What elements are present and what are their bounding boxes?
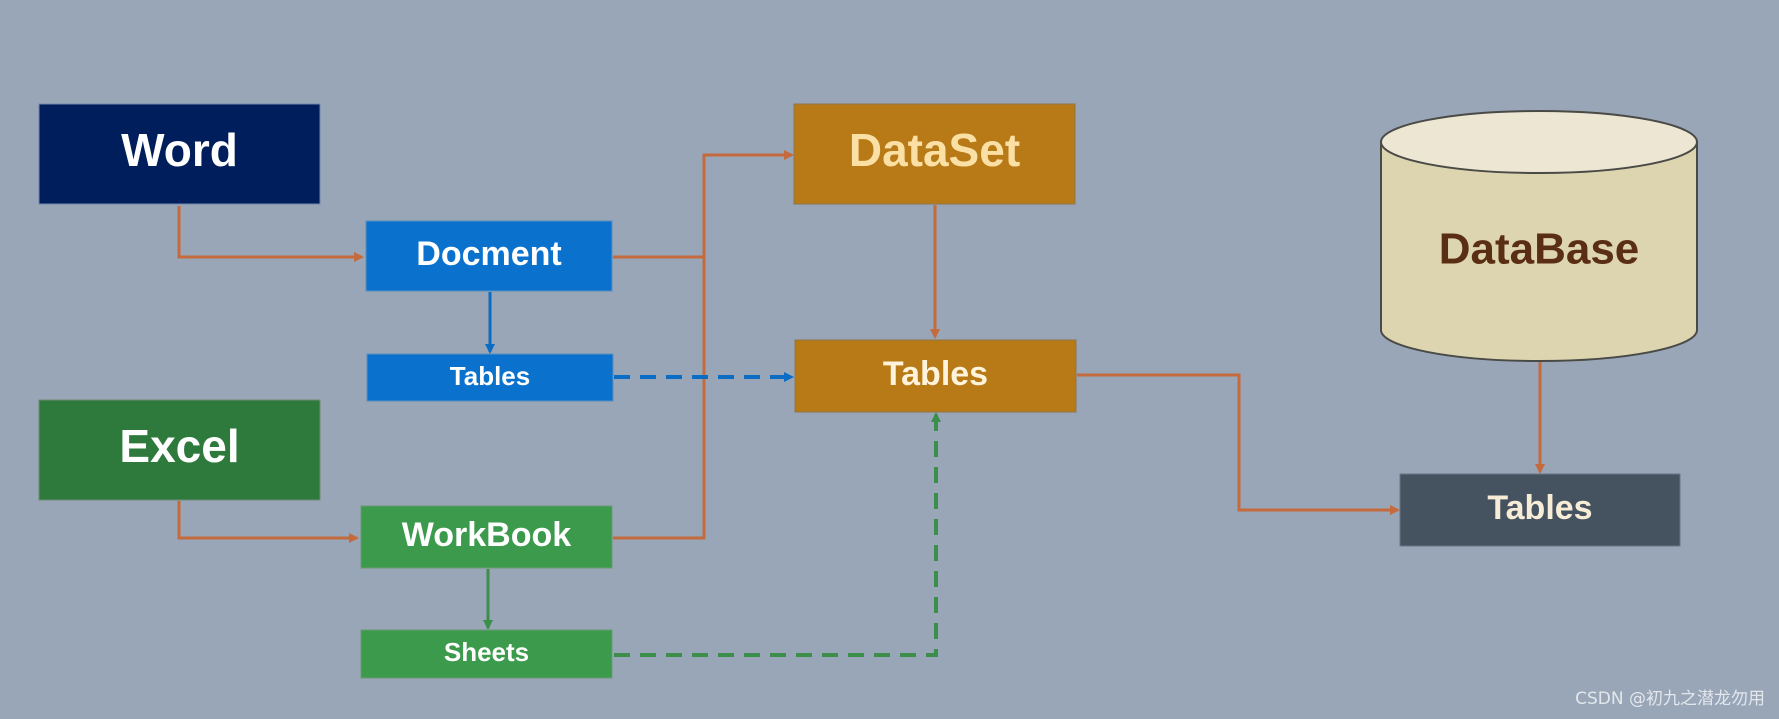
word-node: Word xyxy=(38,103,321,205)
sheets-node: Sheets xyxy=(360,629,613,679)
connector-excel-to-workbook xyxy=(177,501,359,543)
document-node: Docment xyxy=(365,220,613,292)
workbook-label: WorkBook xyxy=(402,516,571,554)
document-label: Docment xyxy=(416,235,561,273)
dataset-label: DataSet xyxy=(849,124,1020,176)
database-tables-node: Tables xyxy=(1399,473,1681,547)
workbook-node: WorkBook xyxy=(360,505,613,569)
excel-node: Excel xyxy=(38,399,321,501)
connector-workbook-to-dataset xyxy=(613,155,706,540)
dataset-node: DataSet xyxy=(793,103,1076,205)
database-tables-label: Tables xyxy=(1487,489,1592,527)
sheets-label: Sheets xyxy=(444,637,529,667)
connector-dataset-tables-to-database-tables xyxy=(1077,373,1400,515)
connectors xyxy=(177,150,1545,657)
connector-word-to-document xyxy=(177,206,364,262)
database-node: DataBase xyxy=(1380,110,1698,362)
database-label: DataBase xyxy=(1439,225,1640,274)
connector-sheets-to-dataset-tables xyxy=(614,412,941,657)
excel-label: Excel xyxy=(119,420,239,472)
word-label: Word xyxy=(121,124,238,176)
document-tables-label: Tables xyxy=(450,361,530,391)
document-tables-node: Tables xyxy=(366,353,614,402)
dataset-tables-label: Tables xyxy=(883,355,988,393)
dataset-tables-node: Tables xyxy=(794,339,1077,413)
watermark: CSDN @初九之潜龙勿用 xyxy=(1575,689,1765,709)
